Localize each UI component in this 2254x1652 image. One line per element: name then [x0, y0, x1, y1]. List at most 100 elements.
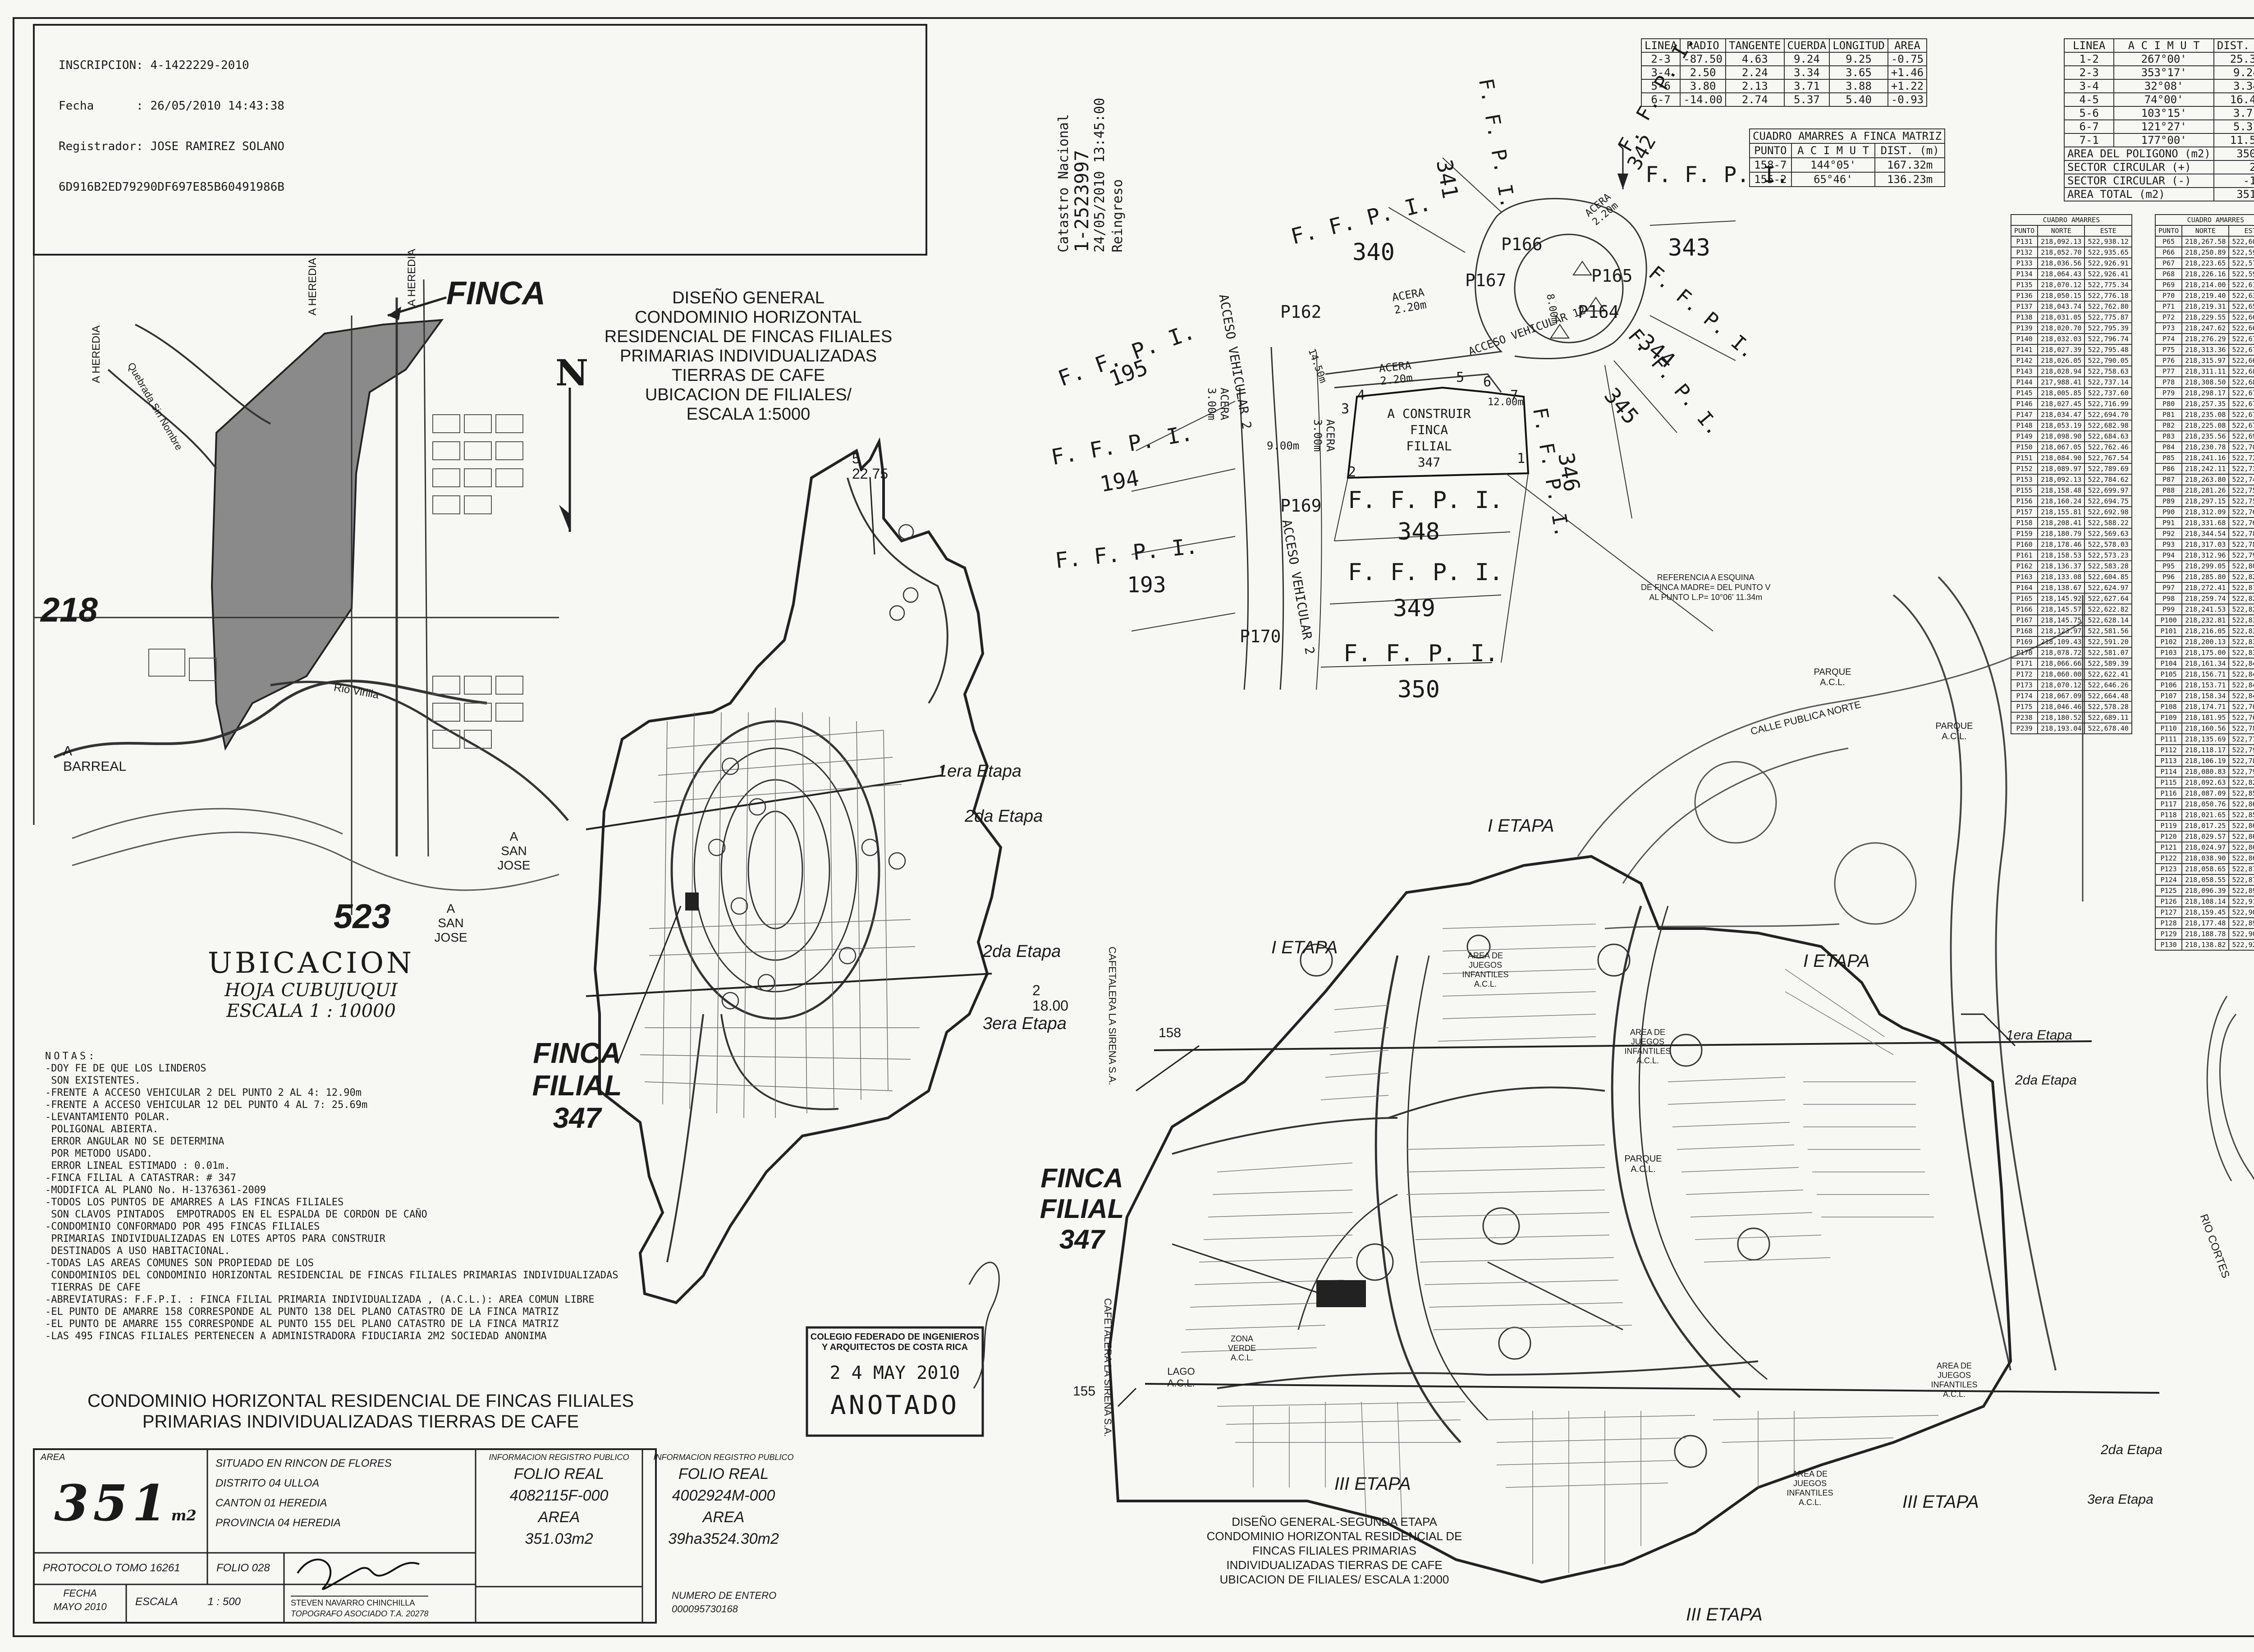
area-label: AREA: [538, 1509, 580, 1526]
table-cell: +1.46: [1887, 65, 1928, 80]
table-cell: 522,784.62: [2084, 474, 2132, 485]
table-cell: P136: [2010, 290, 2039, 302]
table-cell: 218,180.52: [2037, 712, 2085, 723]
note-line: DESTINADOS A USO HABITACIONAL.: [45, 1245, 230, 1257]
road-label-san-jose: A SAN JOSE: [434, 902, 467, 944]
table-cell: 522,929.26: [2228, 939, 2254, 951]
table-cell: 522,784.34: [2228, 528, 2254, 540]
table-cell: 5.40: [1829, 92, 1888, 107]
table-cell: P94: [2154, 549, 2183, 561]
column-header: NORTE: [2037, 225, 2085, 237]
survey-point: P165: [1591, 266, 1633, 286]
table-cell: P163: [2010, 571, 2039, 583]
table-cell: 218,064.43: [2037, 268, 2085, 280]
table-cell: -87.50: [1680, 52, 1726, 66]
table-cell: P138: [2010, 311, 2039, 323]
table-cell: 218,029.57: [2181, 831, 2230, 842]
table-cell: P102: [2154, 636, 2183, 648]
table-cell: P164: [2010, 582, 2039, 594]
note-line: -TODAS LAS AREAS COMUNES SON PROPIEDAD D…: [45, 1258, 314, 1269]
table-cell: 522,622.82: [2084, 604, 2132, 615]
table-cell: 144°05': [1791, 157, 1876, 173]
table-cell: 522,692.98: [2084, 506, 2132, 518]
table-cell: 218,031.05: [2037, 311, 2085, 323]
table-cell: P129: [2154, 928, 2183, 940]
table-cell: 218,136.37: [2037, 560, 2085, 572]
table-cell: 121°27': [2113, 119, 2214, 134]
note-line: ERROR ANGULAR NO SE DETERMINA: [45, 1136, 224, 1147]
table-cell: 218,038.90: [2181, 852, 2230, 864]
table-cell: P106: [2154, 679, 2183, 691]
table-cell: 218,078.72: [2037, 647, 2085, 659]
area-number: 351: [54, 1474, 171, 1532]
table-cell: 218,096.39: [2181, 885, 2230, 897]
table-cell: 522,591.20: [2084, 636, 2132, 648]
location-info: SITUADO EN RINCON DE FLORES DISTRITO 04 …: [215, 1454, 392, 1533]
location-scale: ESCALA 1 : 10000: [226, 1001, 396, 1021]
table-cell: P87: [2154, 474, 2183, 485]
table-cell: 218,084.90: [2037, 452, 2085, 464]
filial-number: 347: [1059, 1224, 1105, 1254]
folio-value: 4002924M-000: [672, 1487, 775, 1504]
table-cell: P69: [2154, 279, 2183, 291]
table-cell: 522,846.80: [2228, 679, 2254, 691]
note-line: POR METODO USADO.: [45, 1148, 153, 1159]
lot-number: 349: [1393, 595, 1435, 622]
table-cell: 522,781.87: [2228, 755, 2254, 767]
table-cell: P119: [2154, 820, 2183, 832]
table-cell: P151: [2010, 452, 2039, 464]
notes-section: NOTAS: -DOY FE DE QUE LOS LINDEROS SON E…: [45, 1050, 618, 1342]
stamp-line: COLEGIO FEDERADO DE INGENIEROS: [810, 1332, 980, 1342]
table-cell: 25.30: [2213, 52, 2254, 66]
table-cell: 218,216.05: [2181, 625, 2230, 637]
surveyor-block: STEVEN NAVARRO CHINCHILLA TOPOGRAFO ASOC…: [291, 1596, 429, 1619]
table-cell: P139: [2010, 322, 2039, 334]
notes-list: -DOY FE DE QUE LOS LINDEROS SON EXISTENT…: [45, 1062, 618, 1342]
table-cell: P143: [2010, 366, 2039, 377]
folio: FOLIO 028: [216, 1562, 270, 1574]
table-cell: P153: [2010, 474, 2039, 485]
note-line: -CONDOMINIO CONFORMADO POR 495 FINCAS FI…: [45, 1221, 320, 1232]
general-design-title: DISEÑO GENERAL CONDOMINIO HORIZONTAL RES…: [595, 288, 902, 424]
table-cell: P147: [2010, 409, 2039, 421]
table-cell: 218,153.71: [2181, 679, 2230, 691]
table-cell: P78: [2154, 376, 2183, 388]
condominium-title: CONDOMINIO HORIZONTAL RESIDENCIAL DE FIN…: [54, 1391, 667, 1432]
table-cell: P108: [2154, 701, 2183, 713]
table-cell: 9.24: [1783, 52, 1830, 66]
table-cell: P150: [2010, 441, 2039, 453]
table-cell: 522,779.87: [2228, 733, 2254, 745]
table-cell: 4-5: [2063, 92, 2115, 107]
table-cell: P71: [2154, 301, 2183, 312]
table-cell: 522,680.43: [2228, 376, 2254, 388]
table-cell: 218,034.47: [2037, 409, 2085, 421]
lot-label: F. F. P. I.: [1348, 559, 1503, 586]
catastro-stamp: Catastro Nacional 1-2523997 24/05/2010 1…: [1055, 98, 1127, 252]
title-line: DISEÑO GENERAL: [672, 288, 825, 307]
parcel-word: FINCA: [1410, 422, 1448, 437]
title-line: INDIVIDUALIZADAS TIERRAS DE CAFE: [1226, 1558, 1443, 1572]
table-cell: +1.22: [1887, 79, 1928, 93]
table-cell: 522,671.18: [2228, 333, 2254, 345]
table-cell: 218,232.81: [2181, 614, 2230, 626]
table-cell: 9.24: [2213, 65, 2254, 80]
